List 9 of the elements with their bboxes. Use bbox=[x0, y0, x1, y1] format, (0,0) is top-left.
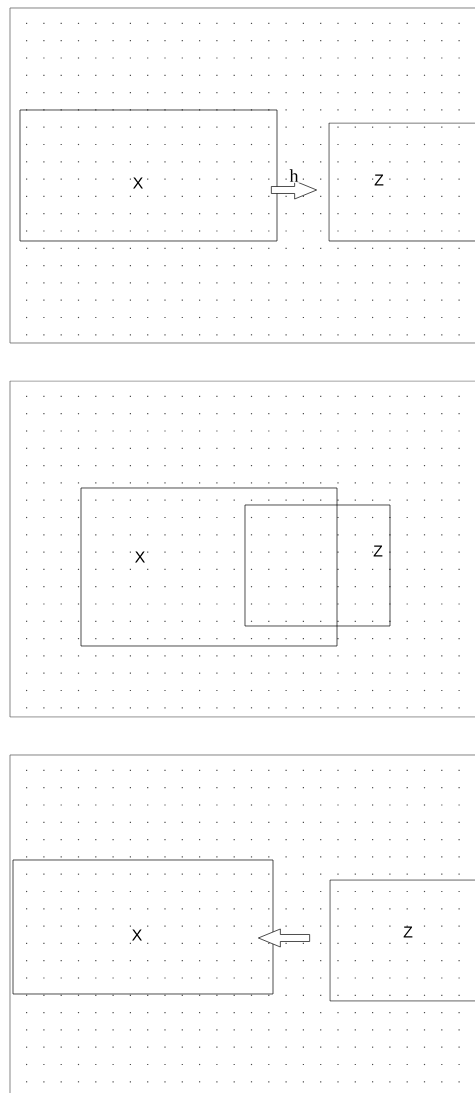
box: X bbox=[80, 487, 338, 647]
box: Z bbox=[328, 122, 475, 242]
box: X bbox=[19, 109, 278, 242]
box: X bbox=[12, 859, 274, 995]
box: Z bbox=[329, 879, 475, 1002]
block-arrow bbox=[258, 928, 310, 948]
box: Z bbox=[244, 504, 391, 627]
edge-label: h bbox=[288, 168, 300, 183]
block-arrow bbox=[271, 180, 317, 200]
